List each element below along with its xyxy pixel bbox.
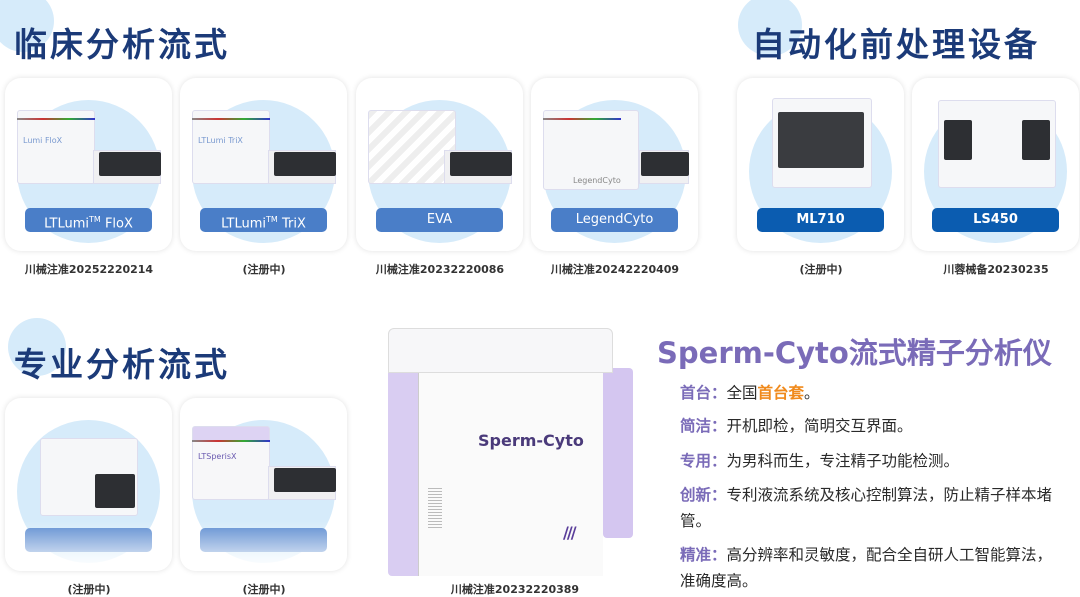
feature-item: 专用：为男科而生，专注精子功能检测。	[680, 448, 1060, 474]
product-button[interactable]: LTLumiTM TriX	[200, 208, 327, 232]
product-suffix: FloX	[100, 216, 133, 232]
feature-text: 专利液流系统及核心控制算法，防止精子样本堵管。	[680, 486, 1053, 530]
product-card-ls450[interactable]: LS450	[912, 78, 1079, 251]
product-card-flox[interactable]: Lumi FloX LTLumiTM FloX	[5, 78, 172, 251]
product-card-trix[interactable]: LTLumi TriX LTLumiTM TriX	[180, 78, 347, 251]
fade-overlay	[180, 521, 347, 571]
registration-number: 川蓉械备20230235	[943, 263, 1049, 276]
registration-number: 川械注准20252220214	[24, 263, 154, 276]
section-title-clinical: 临床分析流式	[14, 25, 230, 64]
feature-item: 首台：全国首台套。	[680, 380, 1060, 406]
product-card-ltsperisx[interactable]: LTSperisX	[180, 398, 347, 571]
feature-key: 创新：	[680, 486, 727, 504]
device-image: LegendCyto	[543, 110, 689, 190]
feature-key: 精准：	[680, 546, 727, 564]
title-bubble	[8, 318, 66, 376]
feature-key: 简洁：	[680, 417, 727, 435]
section-title-automation: 自动化前处理设备	[752, 25, 1040, 64]
device-label: LegendCyto	[573, 176, 621, 185]
fade-overlay	[5, 521, 172, 571]
device-image	[368, 110, 513, 188]
device-image	[40, 438, 140, 518]
feature-item: 精准：高分辨率和灵敏度，配合全自研人工智能算法，准确度高。	[680, 542, 1060, 594]
product-suffix: TriX	[277, 216, 306, 232]
feature-key: 专用：	[680, 452, 727, 470]
device-label: LTSperisX	[198, 452, 237, 461]
product-button[interactable]: ML710	[757, 208, 884, 232]
product-button[interactable]: EVA	[376, 208, 503, 232]
product-button[interactable]: LegendCyto	[551, 208, 678, 232]
registration-number: 川械注准20232220086	[375, 263, 505, 276]
product-card-ml710[interactable]: ML710	[737, 78, 904, 251]
registration-number: (注册中)	[799, 263, 843, 276]
sperm-cyto-device-image: Sperm-Cyto ///	[388, 328, 640, 578]
feature-text: 全国	[726, 384, 758, 402]
product-name: LTLumi	[221, 216, 267, 232]
device-image: LTLumi TriX	[192, 110, 337, 188]
brand-logo-icon: ///	[563, 523, 576, 542]
product-card-eva[interactable]: EVA	[356, 78, 523, 251]
feature-text: 开机即检，简明交互界面。	[726, 417, 913, 435]
feature-key: 首台：	[680, 384, 727, 402]
trademark: TM	[266, 215, 278, 224]
product-button[interactable]: LS450	[932, 208, 1059, 232]
registration-number: (注册中)	[242, 583, 286, 596]
product-card-legendcyto[interactable]: LegendCyto LegendCyto	[531, 78, 698, 251]
trademark: TM	[89, 215, 101, 224]
product-card-sperm-1[interactable]	[5, 398, 172, 571]
feature-item: 简洁：开机即检，简明交互界面。	[680, 413, 1060, 439]
title-bubble	[738, 0, 802, 56]
feature-item: 创新：专利液流系统及核心控制算法，防止精子样本堵管。	[680, 482, 1060, 534]
product-name: LTLumi	[44, 216, 90, 232]
device-image: LTSperisX	[192, 426, 337, 504]
registration-number: (注册中)	[242, 263, 286, 276]
vent-grille	[428, 488, 442, 528]
feature-text: 。	[804, 384, 820, 402]
device-image: Lumi FloX	[17, 110, 162, 188]
device-label: LTLumi TriX	[198, 136, 243, 145]
registration-number: (注册中)	[67, 583, 111, 596]
device-image	[772, 98, 872, 188]
device-image	[938, 100, 1058, 190]
feature-text: 为男科而生，专注精子功能检测。	[726, 452, 960, 470]
device-name: Sperm-Cyto	[478, 431, 584, 450]
device-label: Lumi FloX	[23, 136, 63, 145]
product-title: Sperm-Cyto流式精子分析仪	[657, 336, 1052, 370]
feature-text: 高分辨率和灵敏度，配合全自研人工智能算法，准确度高。	[680, 546, 1053, 590]
section-title-professional: 专业分析流式	[14, 345, 230, 384]
registration-number: 川械注准20242220409	[550, 263, 680, 276]
registration-number: 川械注准20232220389	[450, 583, 580, 596]
feature-highlight: 首台套	[757, 384, 805, 402]
product-button[interactable]: LTLumiTM FloX	[25, 208, 152, 232]
